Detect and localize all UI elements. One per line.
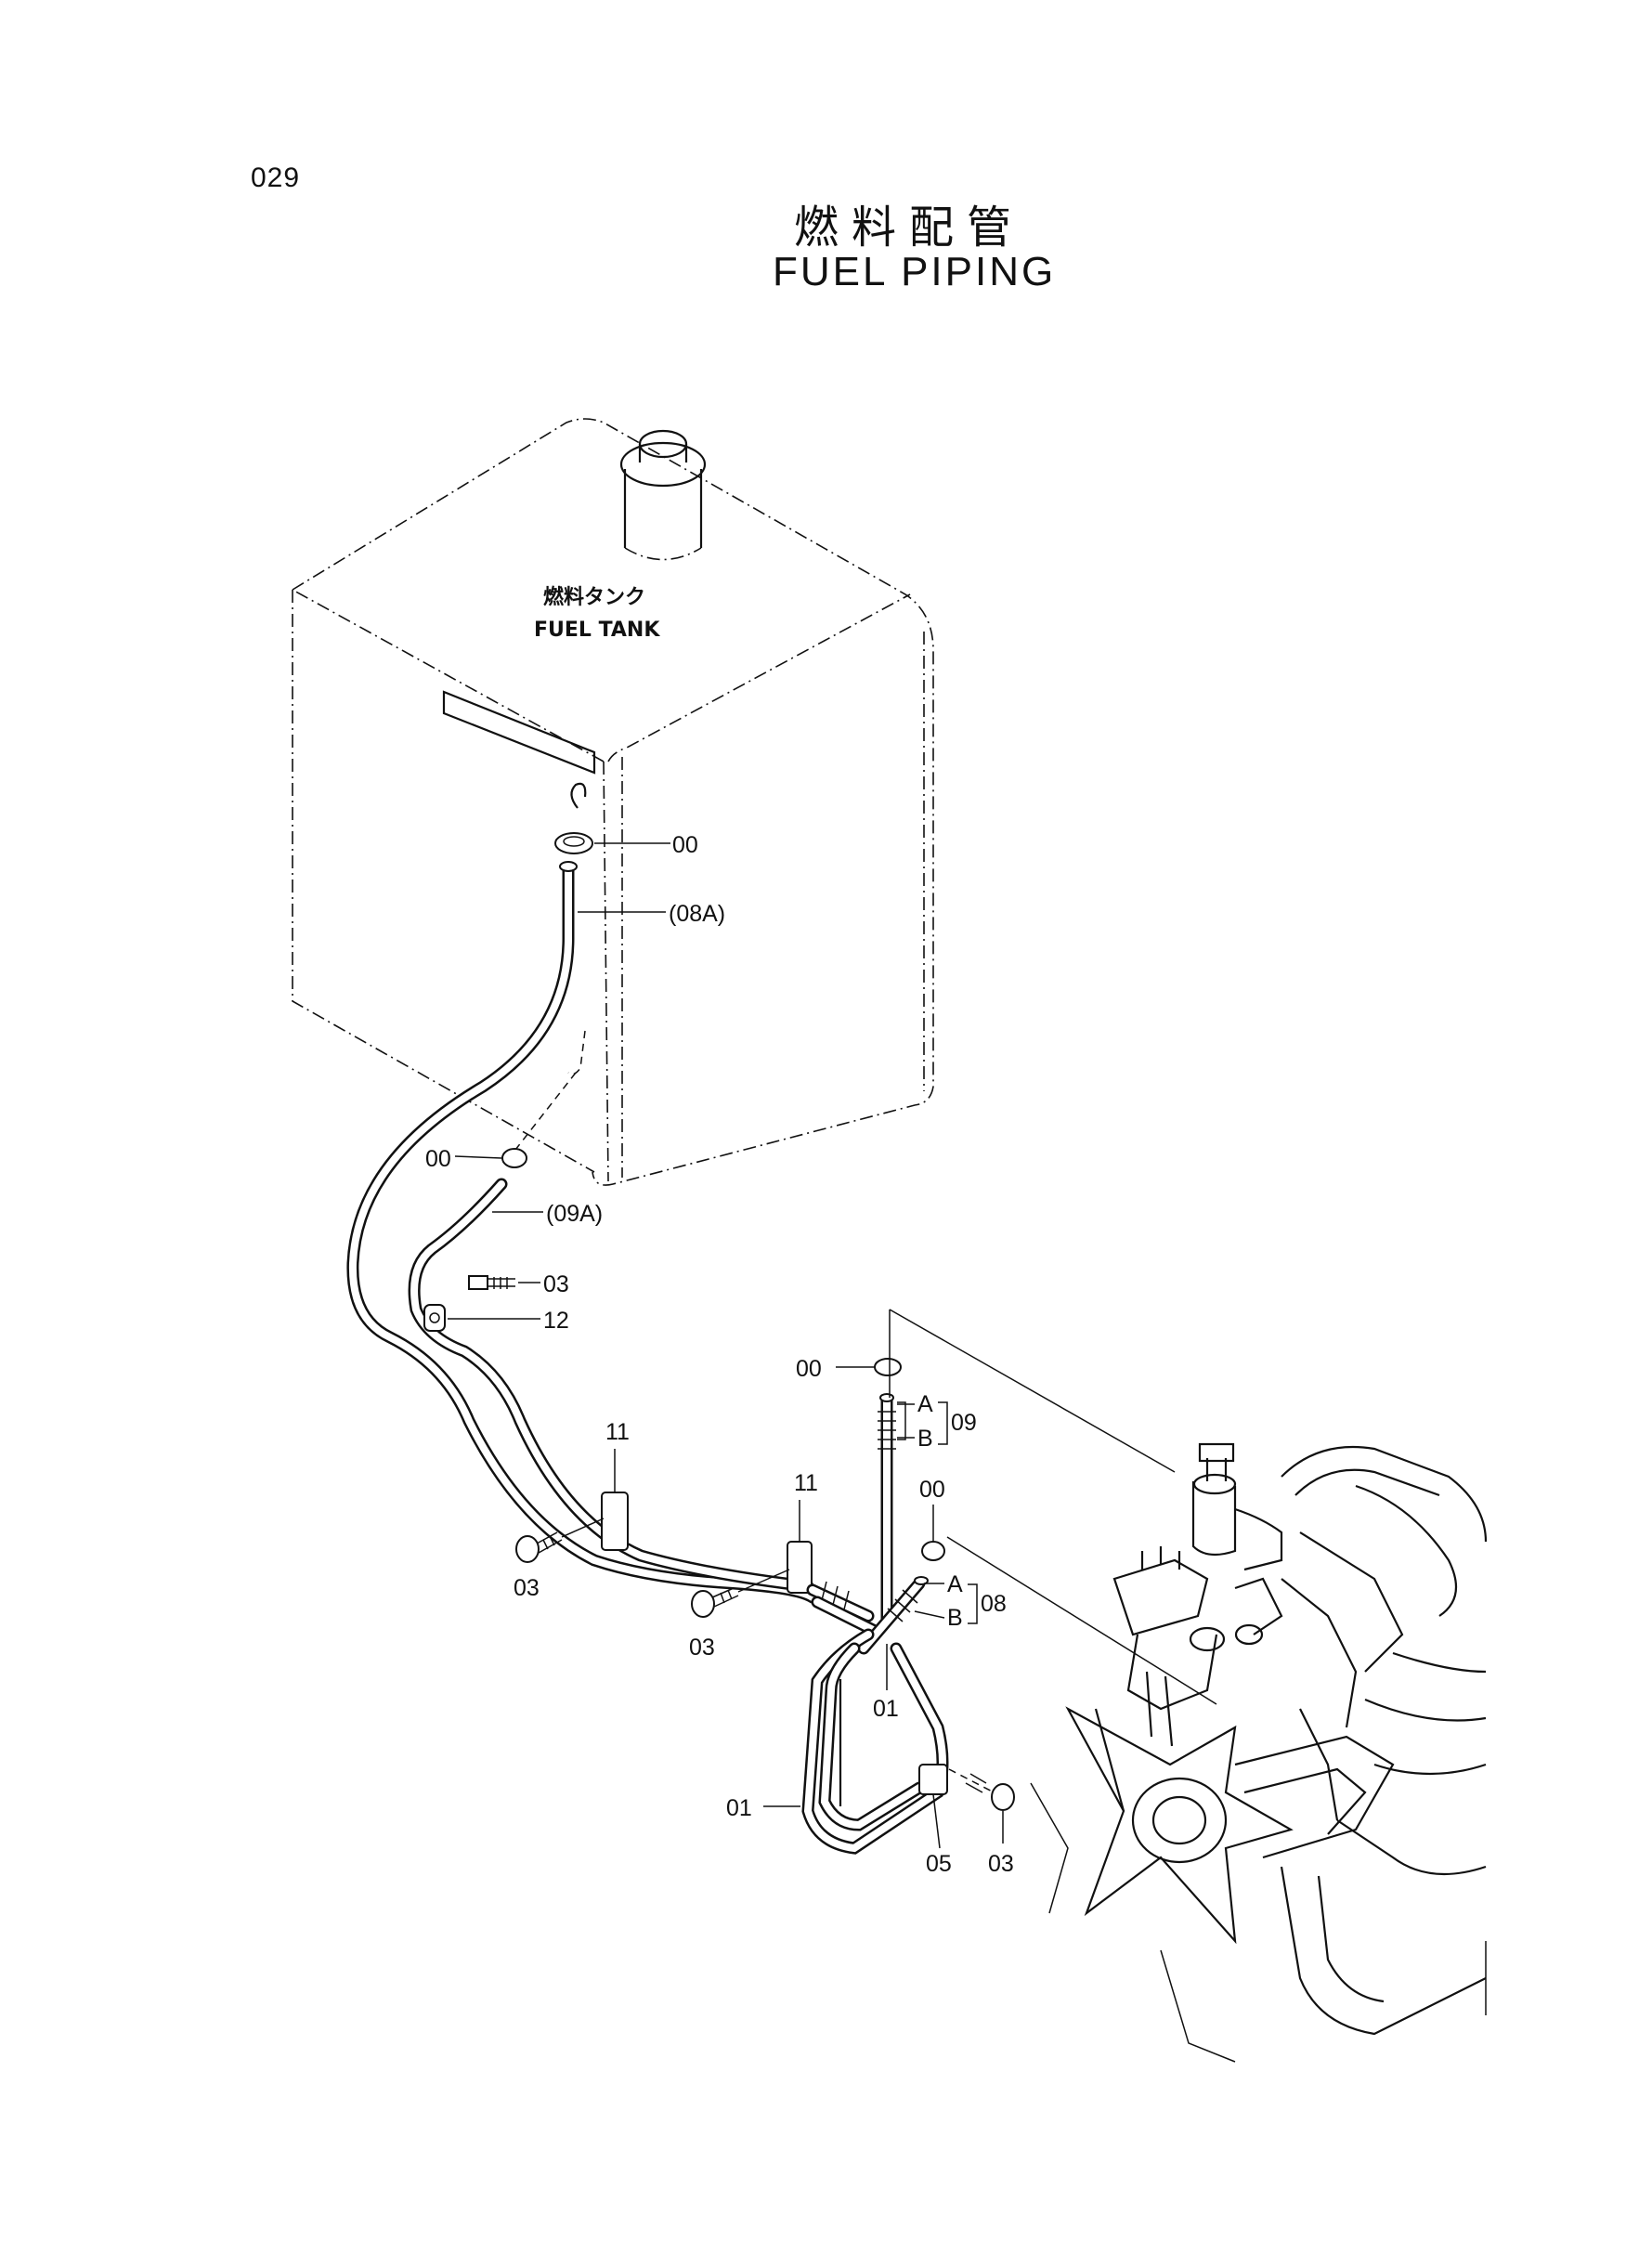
tank-label-english: FUEL TANK [534,619,660,642]
callout-pipe-01-center: 01 [873,1696,899,1722]
tank-outlet-fitting [554,782,670,854]
hose-09 [878,1393,906,1627]
callout-clamp-11-right: 11 [794,1470,818,1496]
callout-hose-09-num: 09 [951,1410,977,1436]
hose-09A [408,1030,814,1593]
callout-bolt-upper: 03 [543,1271,569,1297]
callout-clamp-mid: 00 [425,1146,451,1172]
tank-label-japanese: 燃料タンク [543,585,645,609]
bolt-upper [468,1275,515,1290]
callout-bolt-right: 03 [988,1851,1014,1877]
callout-hose-08A: (08A) [669,901,725,927]
title-english: FUEL PIPING [773,249,1057,294]
callout-bracket-05: 05 [926,1851,952,1877]
callout-hose-09-b: B [917,1426,933,1452]
page-number: 029 [251,163,301,193]
callout-clamp-11-left: 11 [605,1419,630,1445]
bolt-center [691,1569,790,1618]
callout-clamp-top: 00 [672,832,698,858]
clamp-filter [836,1358,902,1376]
callout-hose-08-a: A [947,1571,963,1597]
callout-bolt-left: 03 [514,1575,540,1601]
callout-hose-08-num: 08 [981,1591,1007,1617]
hose-joint-fittings [806,1581,879,1636]
callout-clamp-bracket: 12 [543,1308,569,1334]
bolt-right [965,1773,1015,1844]
bolt-left [515,1518,605,1563]
clamp-11-left [601,1449,629,1551]
clamp-filter-2 [921,1505,945,1561]
fuel-tank: 燃料タンク FUEL TANK [292,418,934,1186]
leader-clamp-mid [454,1155,502,1159]
callout-pipe-01-left: 01 [726,1795,752,1821]
callout-bolt-center: 03 [689,1635,715,1661]
engine-assembly [889,1309,1488,2063]
callout-hose-09A: (09A) [546,1201,603,1227]
callout-clamp-filter-2: 00 [919,1477,945,1503]
clamp-11-right [787,1500,813,1594]
bracket-05 [918,1764,1004,1849]
filler-cap [619,429,707,561]
pipe-loop-01 [801,1628,949,1855]
callout-clamp-filter: 00 [796,1356,822,1382]
callout-hose-09-a: A [917,1391,933,1417]
title-japanese: 燃料配管 [794,202,1025,254]
callout-hose-08-b: B [947,1605,963,1631]
hose-08A [346,861,819,1604]
clamp-bracket-12 [423,1304,446,1332]
